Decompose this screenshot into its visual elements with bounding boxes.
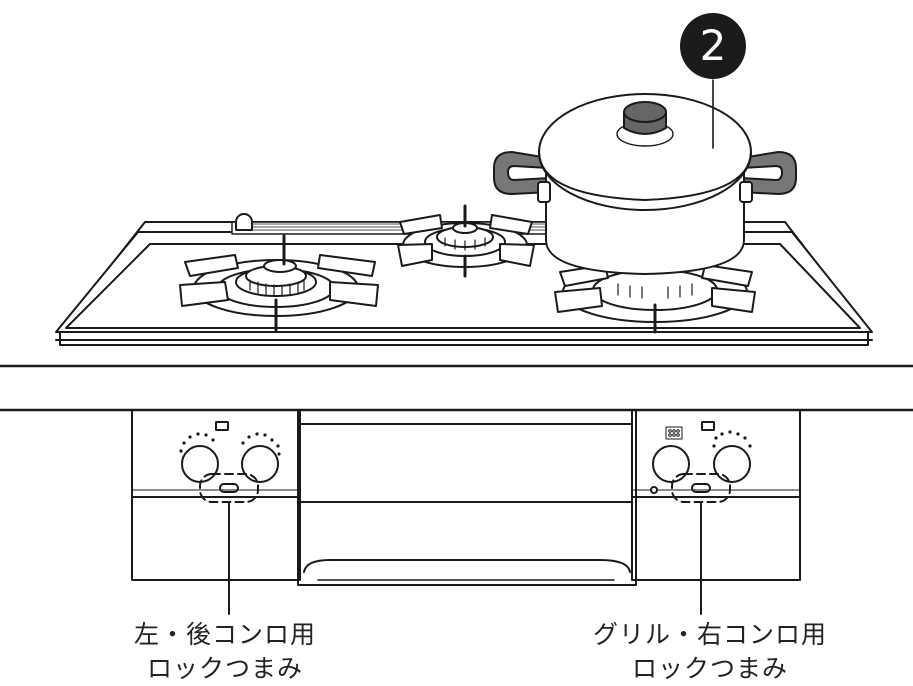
step-badge: 2 bbox=[680, 13, 746, 79]
lock-knob-right bbox=[691, 483, 711, 493]
knob-back-burner bbox=[241, 445, 279, 483]
left-controls bbox=[179, 421, 281, 615]
knob-grill bbox=[652, 445, 690, 483]
callout-right-lock: グリル・右コンロ用 ロックつまみ bbox=[565, 618, 855, 686]
knob-left-burner bbox=[181, 445, 219, 483]
right-controls bbox=[650, 421, 752, 615]
grill-icon bbox=[665, 426, 683, 440]
callout-right-line2: ロックつまみ bbox=[631, 654, 788, 683]
callout-left-line2: ロックつまみ bbox=[146, 654, 303, 683]
burner-left bbox=[179, 234, 379, 332]
callout-left-lock: 左・後コンロ用 ロックつまみ bbox=[95, 618, 355, 686]
callout-left-line1: 左・後コンロ用 bbox=[133, 620, 316, 649]
pot bbox=[493, 79, 797, 275]
square-icon bbox=[215, 421, 229, 431]
burner-right bbox=[554, 261, 756, 334]
lock-knob-left bbox=[219, 483, 239, 493]
callout-right-line1: グリル・右コンロ用 bbox=[592, 620, 827, 649]
burner-back bbox=[397, 204, 535, 278]
knob-right-burner bbox=[713, 445, 751, 483]
square-icon bbox=[701, 421, 715, 431]
front-panel bbox=[131, 409, 801, 586]
